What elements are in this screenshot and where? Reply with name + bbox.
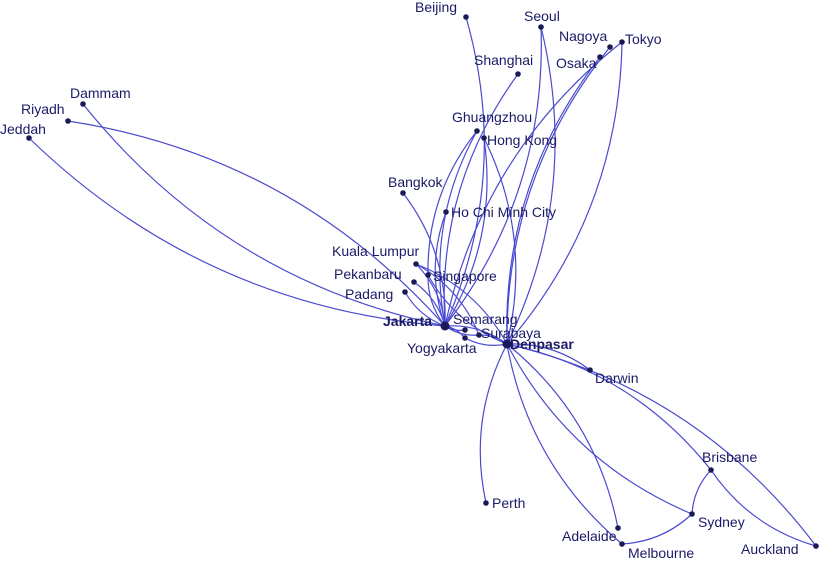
city-label-sydney: Sydney xyxy=(698,514,745,530)
city-dot-tokyo[interactable] xyxy=(619,39,625,45)
city-dot-singapore[interactable] xyxy=(425,272,431,278)
city-label-hong-kong: Hong Kong xyxy=(487,132,557,148)
city-label-jeddah: Jeddah xyxy=(0,121,46,137)
city-dot-darwin[interactable] xyxy=(587,367,593,373)
route-denpasar-darwin xyxy=(506,343,591,371)
route-jakarta-singapore xyxy=(427,274,446,327)
route-denpasar-auckland xyxy=(506,343,817,547)
city-label-seoul: Seoul xyxy=(524,8,560,24)
route-jakarta-tokyo xyxy=(444,41,623,327)
city-label-auckland: Auckland xyxy=(741,541,799,557)
city-label-shanghai: Shanghai xyxy=(474,52,533,68)
city-dot-kuala-lumpur[interactable] xyxy=(413,261,419,267)
route-brisbane-sydney xyxy=(691,469,712,515)
city-dot-jakarta[interactable] xyxy=(440,321,450,331)
city-label-ho-chi-minh-city: Ho Chi Minh City xyxy=(451,204,556,220)
route-denpasar-hong-kong xyxy=(483,137,517,345)
city-label-yogyakarta: Yogyakarta xyxy=(407,340,477,356)
city-label-darwin: Darwin xyxy=(595,370,639,386)
route-jakarta-seoul xyxy=(444,26,542,327)
route-jakarta-beijing xyxy=(444,16,485,327)
city-label-beijing: Beijing xyxy=(415,0,457,15)
city-dot-yogyakarta[interactable] xyxy=(462,335,468,341)
city-dot-adelaide[interactable] xyxy=(615,525,621,531)
route-jakarta-pekanbaru xyxy=(413,281,446,327)
route-jakarta-shanghai xyxy=(443,73,519,327)
city-dot-dammam[interactable] xyxy=(80,101,86,107)
route-denpasar-melbourne xyxy=(506,343,623,545)
route-surabaya-kuala-lumpur xyxy=(415,263,480,336)
route-brisbane-auckland xyxy=(710,469,817,547)
city-dot-jeddah[interactable] xyxy=(26,135,32,141)
city-label-perth: Perth xyxy=(492,495,525,511)
route-jakarta-riyadh xyxy=(67,120,446,327)
city-label-ghuangzhou: Ghuangzhou xyxy=(452,109,532,125)
city-label-riyadh: Riyadh xyxy=(21,101,65,117)
route-jakarta-ghuangzhou xyxy=(439,130,478,327)
city-dot-auckland[interactable] xyxy=(813,543,819,549)
city-label-tokyo: Tokyo xyxy=(625,31,662,47)
city-dot-brisbane[interactable] xyxy=(708,467,714,473)
city-label-jakarta: Jakarta xyxy=(383,313,432,329)
route-denpasar-adelaide xyxy=(506,343,619,529)
route-denpasar-singapore xyxy=(427,274,508,345)
city-dot-perth[interactable] xyxy=(483,500,489,506)
city-dot-bangkok[interactable] xyxy=(400,190,406,196)
city-dot-osaka[interactable] xyxy=(597,54,603,60)
city-label-singapore: Singapore xyxy=(433,268,497,284)
city-label-brisbane: Brisbane xyxy=(702,449,757,465)
route-denpasar-kuala-lumpur xyxy=(415,263,508,345)
city-dot-melbourne[interactable] xyxy=(619,541,625,547)
city-dot-hong-kong[interactable] xyxy=(481,135,487,141)
city-label-surabaya: Surabaya xyxy=(481,325,541,341)
route-denpasar-sydney xyxy=(506,343,693,515)
city-dot-surabaya[interactable] xyxy=(476,332,482,338)
route-denpasar-tokyo xyxy=(506,41,623,345)
city-dot-seoul[interactable] xyxy=(538,24,544,30)
route-jakarta-jeddah xyxy=(28,137,446,327)
city-dot-denpasar[interactable] xyxy=(502,339,512,349)
city-dot-semarang[interactable] xyxy=(462,327,468,333)
city-dot-riyadh[interactable] xyxy=(65,118,71,124)
route-jakarta-hong-kong xyxy=(444,137,488,327)
route-sydney-melbourne xyxy=(621,513,693,545)
city-label-padang: Padang xyxy=(345,286,393,302)
city-label-dammam: Dammam xyxy=(70,85,131,101)
city-dot-padang[interactable] xyxy=(402,289,408,295)
city-label-melbourne: Melbourne xyxy=(628,545,694,561)
city-dot-sydney[interactable] xyxy=(689,511,695,517)
city-label-pekanbaru: Pekanbaru xyxy=(334,266,402,282)
route-denpasar-brisbane xyxy=(506,343,712,471)
route-denpasar-perth xyxy=(479,343,508,504)
city-dot-ghuangzhou[interactable] xyxy=(474,128,480,134)
city-dot-shanghai[interactable] xyxy=(515,71,521,77)
city-label-adelaide: Adelaide xyxy=(562,528,617,544)
city-dot-pekanbaru[interactable] xyxy=(411,279,417,285)
route-jakarta-kuala-lumpur xyxy=(415,263,446,327)
city-label-semarang: Semarang xyxy=(453,311,518,327)
city-dot-nagoya[interactable] xyxy=(607,44,613,50)
route-jakarta-dammam xyxy=(82,103,446,327)
city-label-denpasar: Denpasar xyxy=(510,336,574,352)
city-dot-beijing[interactable] xyxy=(463,14,469,20)
city-label-nagoya: Nagoya xyxy=(559,28,607,44)
route-denpasar-osaka xyxy=(506,56,601,345)
city-label-bangkok: Bangkok xyxy=(388,174,443,190)
route-denpasar-nagoya xyxy=(506,46,611,345)
city-label-osaka: Osaka xyxy=(556,55,597,71)
route-jakarta-padang xyxy=(404,291,446,327)
city-dot-ho-chi-minh-city[interactable] xyxy=(443,209,449,215)
route-singapore-ghuangzhou xyxy=(427,130,478,276)
route-denpasar-seoul xyxy=(506,26,556,345)
city-label-kuala-lumpur: Kuala Lumpur xyxy=(332,243,420,259)
